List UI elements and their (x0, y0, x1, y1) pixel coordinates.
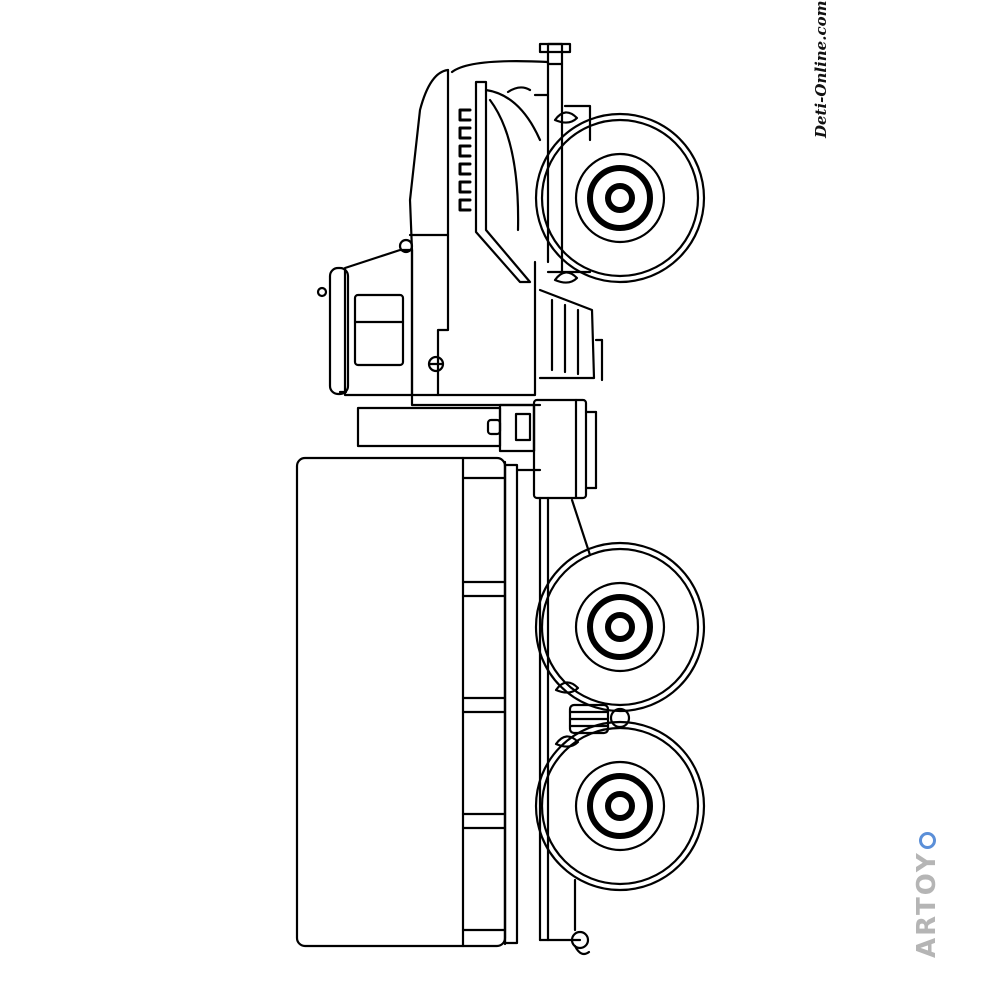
cargo-body (295, 456, 519, 948)
front-mudguard (538, 111, 604, 382)
brand-watermark-text: ARTOY (912, 851, 942, 958)
hood-grille (474, 80, 542, 284)
front-wheel (534, 112, 706, 284)
site-watermark: Deti-Online.com (812, 0, 830, 138)
brand-ring-icon (919, 832, 936, 850)
rear-suspension (554, 681, 631, 748)
rear-wheel-1 (534, 541, 706, 713)
truck-cab (316, 60, 550, 407)
rear-wheel-2 (534, 720, 706, 892)
chassis-frame (515, 468, 592, 956)
vent-slots (458, 108, 472, 212)
fuel-tank (356, 398, 598, 500)
brand-watermark: ARTOY (912, 832, 942, 958)
